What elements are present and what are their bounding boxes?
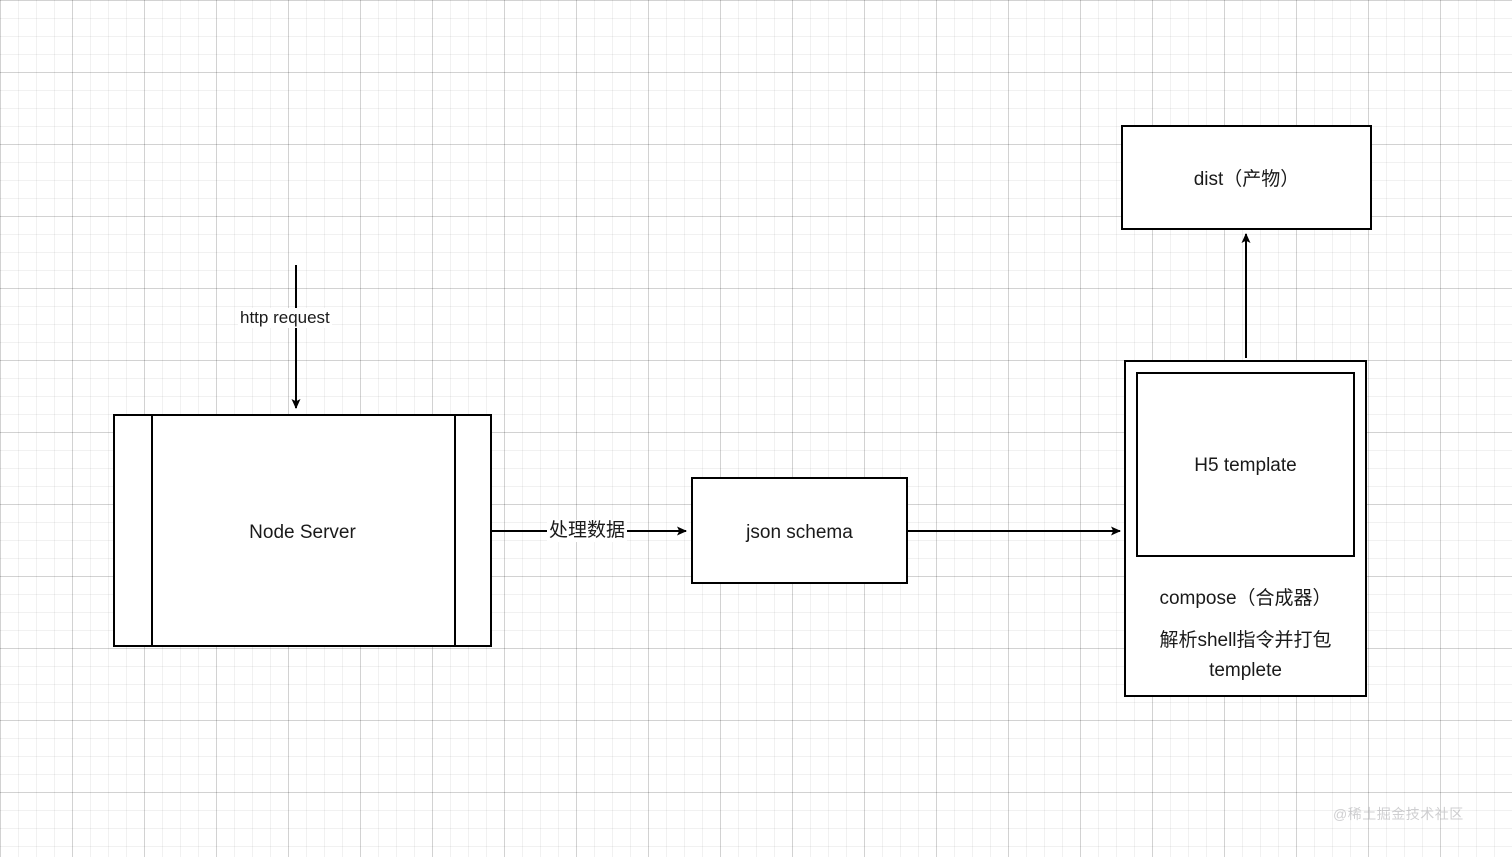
node-server-divider-left [151,416,153,645]
node-json-schema[interactable]: json schema [691,477,908,584]
node-server-divider-right [454,416,456,645]
node-node-server[interactable]: Node Server [113,414,492,647]
node-compose-sublabel: 解析shell指令并打包templete [1159,630,1332,681]
edge-label-http-request: http request [238,308,332,328]
node-json-schema-label: json schema [746,522,853,543]
node-h5-template-label: H5 template [1194,455,1297,476]
node-node-server-label: Node Server [249,522,356,543]
edge-label-process-data: 处理数据 [547,520,628,542]
node-dist-label: dist（产物） [1193,169,1300,190]
node-dist[interactable]: dist（产物） [1121,125,1372,230]
node-compose-label: compose（合成器） [1159,588,1332,609]
node-h5-template[interactable]: H5 template [1136,372,1355,557]
watermark: @稀土掘金技术社区 [1333,806,1464,822]
